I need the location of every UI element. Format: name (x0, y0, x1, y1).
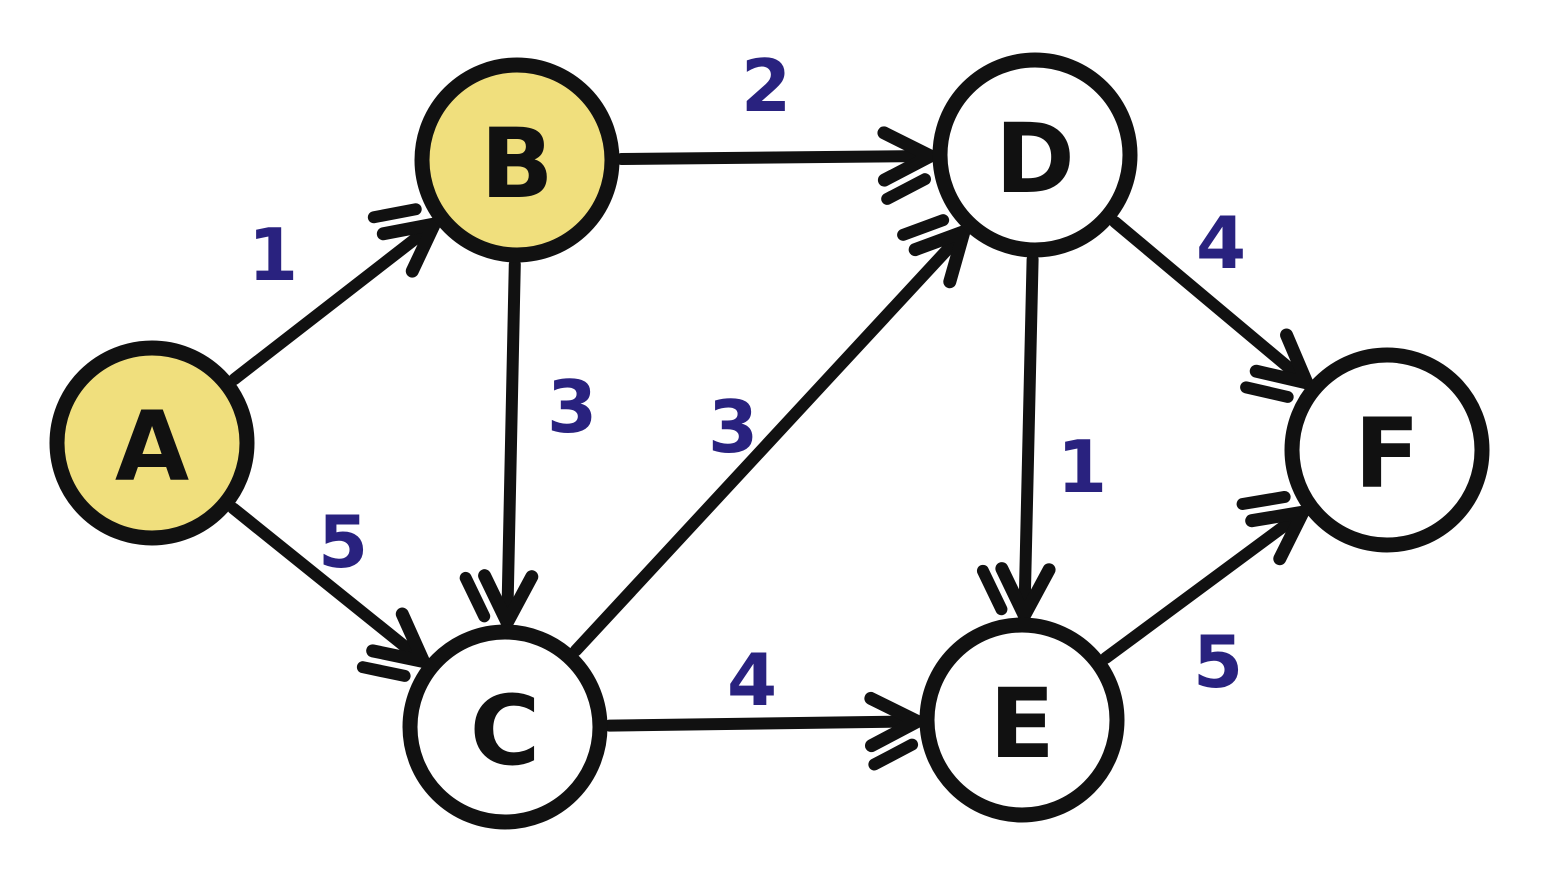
edge-C-D-arrowhead (908, 225, 971, 289)
edge-E-F-arrowhead (1245, 505, 1310, 566)
edge-D-E (1018, 253, 1039, 622)
edge-B-C (501, 258, 521, 629)
edge-C-E (603, 715, 924, 732)
edge-C-D-arrowhead-tick (897, 214, 950, 241)
edge-D-F (1109, 216, 1313, 389)
edge-B-D-weight: 2 (741, 44, 791, 128)
edge-A-B-arrowhead (376, 217, 441, 278)
edge-B-D-arrowhead (877, 126, 938, 187)
edge-D-F-weight: 4 (1196, 201, 1246, 285)
edge-A-C-weight: 5 (318, 500, 368, 584)
edge-E-F-weight: 5 (1193, 620, 1243, 704)
edge-D-E-weight: 1 (1057, 425, 1107, 509)
node-B-label: B (480, 108, 553, 220)
edge-A-C (227, 502, 430, 668)
edge-A-B-arrowhead-tick (367, 203, 422, 224)
node-D (932, 52, 1138, 258)
edge-C-E-arrowhead (864, 691, 925, 753)
node-F-label: F (1354, 398, 1420, 510)
edge-B-C-arrowhead (478, 569, 539, 630)
edge-B-C-weight: 3 (547, 365, 597, 449)
edge-C-E-arrowhead-tick (868, 738, 919, 771)
edge-D-F-arrowhead-tick (1240, 381, 1294, 403)
edge-A-C-arrowhead (366, 607, 431, 668)
edge-C-D (570, 225, 970, 657)
edge-E-F (1100, 506, 1309, 664)
node-D-label: D (995, 103, 1075, 215)
node-C (402, 624, 608, 830)
node-B (414, 57, 620, 263)
edge-C-D-weight: 3 (708, 385, 758, 469)
edge-D-E-arrowhead (995, 562, 1056, 623)
edge-B-D-arrowhead-tick (881, 173, 932, 205)
node-F (1284, 347, 1490, 553)
edge-E-F-arrowhead-tick (1236, 490, 1291, 510)
node-A-label: A (115, 391, 189, 503)
node-E-label: E (989, 668, 1055, 780)
node-E (919, 617, 1125, 823)
edge-B-D (615, 150, 937, 165)
edge-D-F-arrowhead (1249, 328, 1314, 390)
edge-A-B-weight: 1 (248, 213, 298, 297)
edge-C-E-weight: 4 (727, 638, 777, 722)
edge-B-C-arrowhead-tick (459, 571, 491, 623)
node-A (49, 340, 255, 546)
edge-D-E-arrowhead-tick (976, 564, 1008, 616)
edge-A-C-arrowhead-tick (356, 661, 411, 682)
node-C-label: C (470, 675, 540, 787)
edge-A-B (228, 218, 441, 385)
